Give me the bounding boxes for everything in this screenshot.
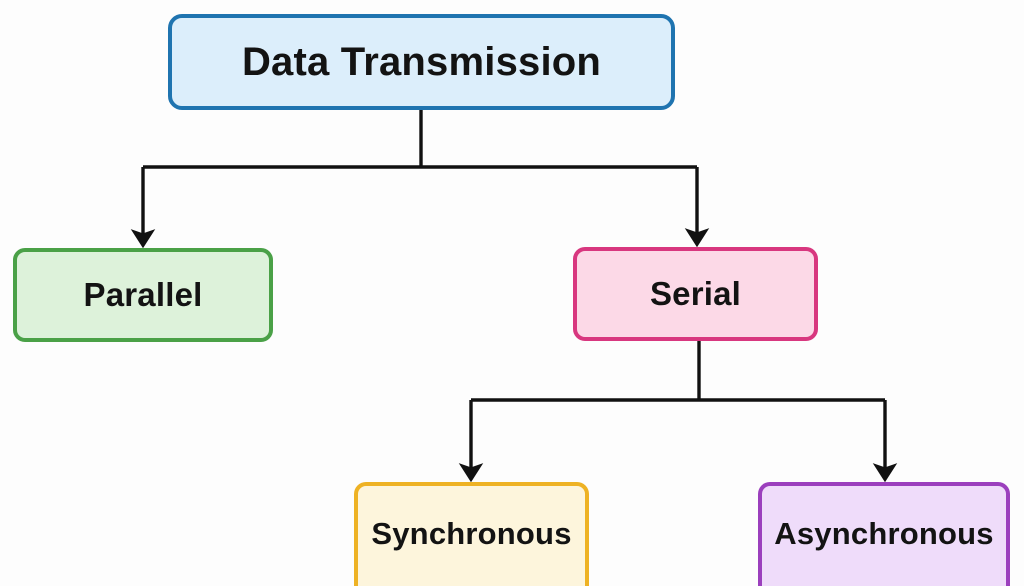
node-label-serial: Serial (649, 274, 742, 312)
node-label-asynchronous: Asynchronous (774, 515, 994, 551)
edge-serial-to-children (458, 341, 898, 483)
node-label-synchronous: Synchronous (371, 515, 572, 551)
node-parallel[interactable]: Parallel (13, 248, 273, 342)
edge-root-to-children (130, 110, 710, 249)
node-label-parallel: Parallel (83, 275, 203, 313)
node-data-transmission[interactable]: Data Transmission (168, 14, 675, 110)
node-synchronous[interactable]: Synchronous (354, 482, 589, 586)
node-asynchronous[interactable]: Asynchronous (758, 482, 1010, 586)
node-serial[interactable]: Serial (573, 247, 818, 341)
node-label-data-transmission: Data Transmission (241, 40, 602, 84)
